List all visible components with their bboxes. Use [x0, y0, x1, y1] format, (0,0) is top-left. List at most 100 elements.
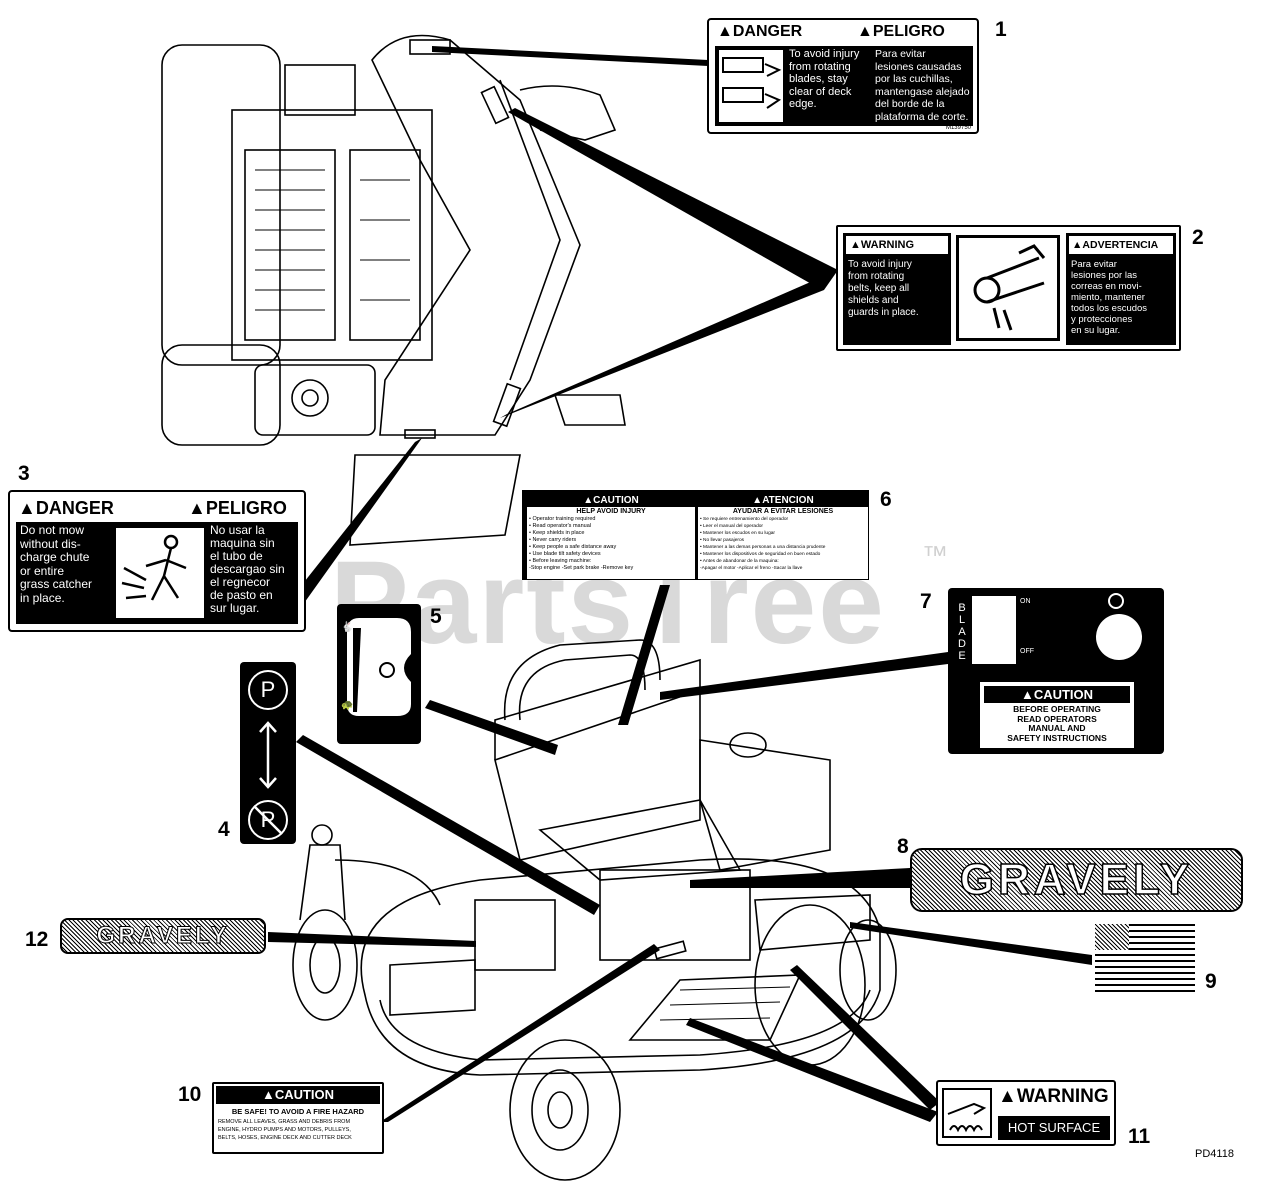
rear-wheel-top: [161, 44, 281, 366]
leader-7: [660, 652, 948, 700]
decal-7-on: ON: [1020, 598, 1031, 605]
decal-6-es-line: • Antes de abandonar de la maquina:: [700, 559, 779, 564]
front-wheel-top: [161, 344, 281, 446]
callout-3: 3: [18, 462, 30, 485]
leader-12: [268, 932, 476, 947]
decal-12-brand-text: GRAVELY: [96, 922, 230, 950]
turtle-slow-icon: 🐢: [341, 700, 354, 711]
decal-1-en-line: blades, stay: [789, 73, 848, 85]
decal-3-peligro: PELIGRO: [205, 498, 287, 518]
decal-2-es-line: miento, mantener: [1071, 292, 1145, 303]
discharge-chute-top: [349, 454, 521, 546]
decal-6-caution: CAUTION: [593, 495, 639, 506]
decal-3-es-line: de pasto en: [210, 588, 273, 602]
leader-3: [282, 438, 422, 620]
decal-10-line: ENGINE, HYDRO PUMPS AND MOTORS, PULLEYS,: [218, 1127, 351, 1133]
left-side-panel: [474, 899, 556, 971]
decal-6-es-line: • Leer el manual del operador: [700, 524, 764, 529]
decal-1-en-line: To avoid injury: [789, 48, 860, 60]
decal-3-en-line: charge chute: [20, 550, 90, 564]
decal-11-hot-surface: HOT SURFACE: [998, 1116, 1110, 1140]
warning-triangle-icon: ▲: [850, 239, 861, 251]
handle-bar: [503, 639, 661, 721]
decal-3-es-line: sur lugar.: [210, 601, 260, 615]
leader-9: [850, 922, 1092, 965]
decal-7-line: READ OPERATORS: [1017, 713, 1097, 724]
warning-triangle-icon: ▲: [583, 495, 594, 506]
warning-triangle-icon: ▲: [752, 495, 763, 506]
warning-triangle-icon: ▲: [1020, 687, 1034, 702]
decal-6-en-line: • Read operator's manual: [529, 523, 591, 529]
decal-7-line: MANUAL AND: [1028, 723, 1086, 733]
decal-3-en-line: without dis-: [20, 536, 81, 551]
decal-1-es-line: por las cuchillas,: [875, 73, 953, 85]
thrown-object-pictogram-icon: [116, 528, 204, 618]
decal-1-es-line: del borde de la: [875, 98, 945, 110]
decal-1-es-line: Para evitar: [875, 48, 926, 60]
callout-11: 11: [1128, 1125, 1151, 1148]
decal-3-es-line: el regnecor: [210, 575, 271, 589]
decal-2-es-line: en su lugar.: [1071, 325, 1121, 336]
decal-2: ▲WARNING To avoid injury from rotating b…: [836, 225, 1181, 351]
decal-7-blade: BLADE: [958, 602, 966, 662]
leader-11b: [790, 965, 940, 1110]
belt-entanglement-pictogram-icon: [956, 235, 1060, 341]
park-brake-engaged-icon: P: [248, 670, 288, 710]
leader-lines: [268, 46, 1092, 1122]
decal-6-es-line: • No llevar pasajeros: [700, 538, 745, 543]
hot-surface-hand-icon: [942, 1088, 992, 1138]
decal-5-throttle: 🐇 🐢: [337, 604, 421, 744]
decal-10-line1: BE SAFE! TO AVOID A FIRE HAZARD: [231, 1107, 365, 1116]
ignition-key-icon: [1096, 614, 1142, 660]
decal-1-es-line: mantengase alejado: [875, 85, 970, 98]
decal-6-es-line: • Mantener los escudos en su lugar: [700, 531, 776, 536]
warning-triangle-icon: ▲: [18, 498, 36, 518]
decal-6-atencion: ATENCION: [762, 495, 814, 506]
decal-6-en-line: • Keep people a safe distance away: [529, 544, 617, 550]
decal-6: ▲CAUTION HELP AVOID INJURY • Operator tr…: [522, 490, 869, 580]
decal-8-brand-text: GRAVELY: [959, 854, 1194, 905]
decal-2-en-line: belts, keep all: [848, 283, 910, 294]
decal-6-en-line: • Use blade tilt safety devices: [529, 551, 601, 557]
decal-6-es-line: -Apagar el motor -Aplicar el freno -Saca…: [700, 566, 803, 571]
decal-6-en-line: • Operator training required: [529, 516, 596, 522]
warning-triangle-icon: ▲: [998, 1086, 1017, 1107]
decal-3-es-line: el tubo de: [210, 549, 263, 563]
decal-2-es-line: lesiones por las: [1071, 270, 1138, 281]
decal-2-en-line: from rotating: [848, 271, 905, 282]
decal-7-line: SAFETY INSTRUCTIONS: [1007, 732, 1107, 743]
decal-3-en-line: or entire: [20, 563, 65, 578]
decal-6-es-head: AYUDAR A EVITAR LESIONES: [732, 508, 834, 515]
decal-2-en-line: To avoid injury: [848, 259, 912, 270]
decal-2-advertencia: ADVERTENCIA: [1082, 239, 1159, 251]
decal-7-caution: CAUTION: [1033, 687, 1094, 702]
decal-6-en-line: -Stop engine -Set park brake -Remove key: [529, 565, 634, 571]
callout-4: 4: [218, 818, 230, 841]
decal-12-brand: GRAVELY: [60, 918, 266, 954]
decal-3-en-line: grass catcher: [20, 577, 93, 591]
leader-5: [425, 700, 558, 755]
decal-2-es-line: todos los escudos: [1071, 303, 1148, 314]
leader-2a: [508, 108, 838, 290]
decal-1-en-line: edge.: [789, 98, 817, 110]
decal-6-es-line: • Se requiere entrenamiento del operador: [700, 517, 789, 522]
decal-3: ▲DANGER ▲PELIGRO Do not mow without dis-…: [8, 490, 306, 632]
decal-6-en-line: • Never carry riders: [529, 537, 577, 543]
decal-7-off: OFF: [1020, 648, 1034, 655]
warning-triangle-icon: ▲: [857, 23, 873, 40]
decal-1-peligro: PELIGRO: [872, 23, 945, 40]
decal-7-line: BEFORE OPERATING: [1013, 704, 1101, 714]
leader-8: [690, 868, 910, 888]
decal-7: BLADE ON OFF ▲CAUTION BEFORE OPERATING R…: [948, 588, 1164, 754]
leader-10: [380, 944, 660, 1122]
decal-2-en-line: guards in place.: [848, 307, 919, 318]
decal-6-es-line: • Mantener los dispositivos de seguridad…: [700, 552, 821, 557]
decal-3-es-line: descargao sin: [210, 562, 285, 576]
drive-wheel-front: [509, 1039, 621, 1181]
watermark-trademark: ™: [922, 540, 948, 570]
blade-switch-window: [972, 596, 1016, 664]
callout-8: 8: [897, 835, 909, 858]
decal-1-danger: DANGER: [732, 23, 803, 40]
callout-9: 9: [1205, 970, 1217, 993]
